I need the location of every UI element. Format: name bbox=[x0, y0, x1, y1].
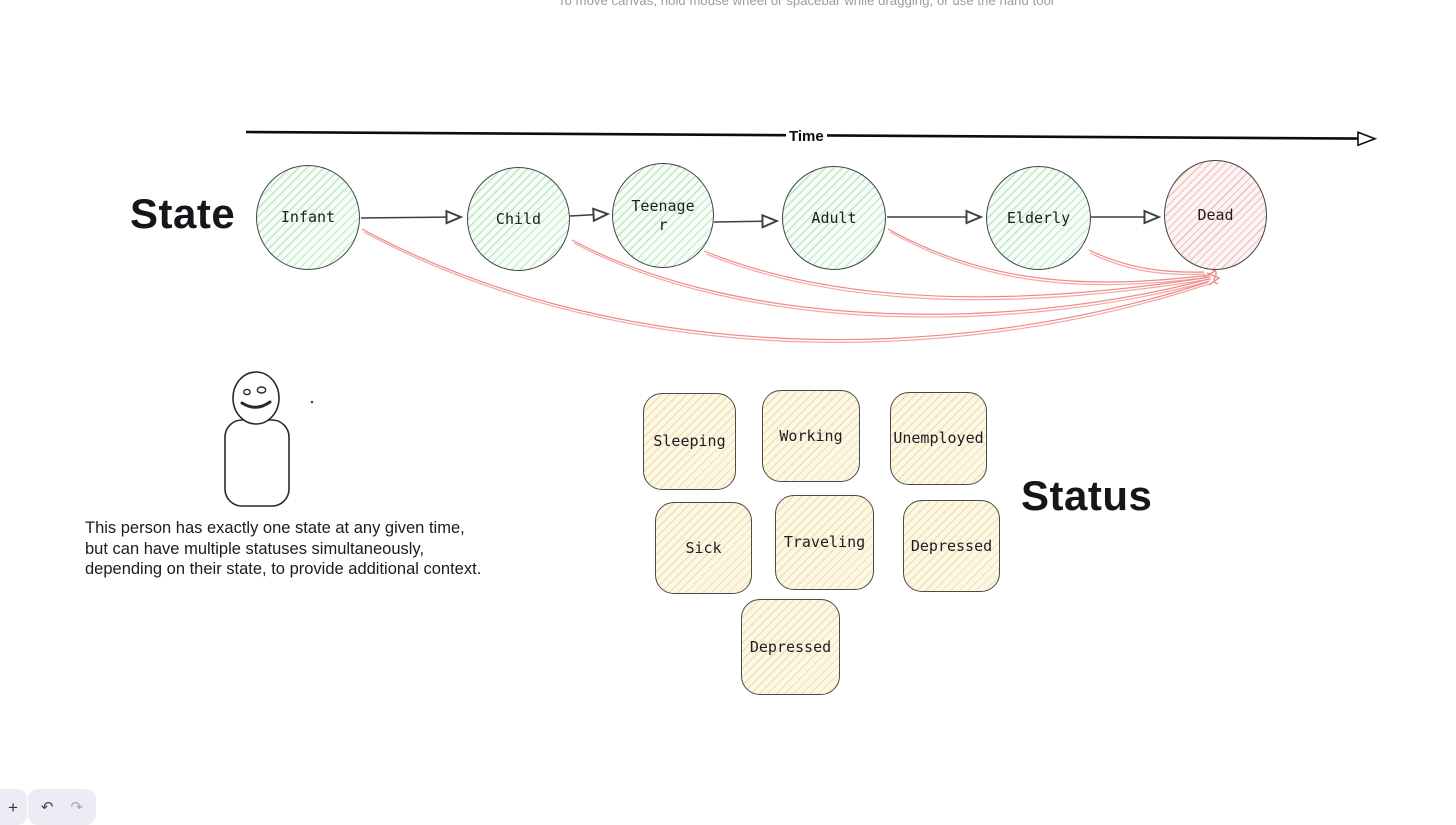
state-node-label: Child bbox=[495, 209, 542, 228]
state-node-adult[interactable]: Adult bbox=[782, 166, 886, 270]
status-card-unemployed[interactable]: Unemployed bbox=[890, 392, 987, 485]
status-card-label: Sleeping bbox=[653, 432, 726, 451]
status-card-depressed[interactable]: Depressed bbox=[903, 500, 1000, 592]
status-card-depressed-2[interactable]: Depressed bbox=[741, 599, 840, 695]
state-node-infant[interactable]: Infant bbox=[256, 165, 360, 270]
arrow-teenager-adult[interactable] bbox=[713, 213, 780, 229]
state-node-dead[interactable]: Dead bbox=[1164, 160, 1267, 270]
person-head bbox=[232, 371, 280, 425]
arrow-child-teenager[interactable] bbox=[569, 207, 611, 223]
time-axis-label[interactable]: Time bbox=[786, 128, 827, 145]
status-card-working[interactable]: Working bbox=[762, 390, 860, 482]
zoom-in-button[interactable]: + bbox=[8, 797, 18, 817]
state-node-label: Teenage r bbox=[631, 196, 695, 234]
status-card-label: Sick bbox=[685, 538, 722, 557]
state-node-teenager[interactable]: Teenage r bbox=[612, 163, 714, 268]
status-card-label: Depressed bbox=[749, 637, 832, 656]
state-node-elderly[interactable]: Elderly bbox=[986, 166, 1091, 270]
person-body bbox=[224, 419, 290, 507]
status-card-traveling[interactable]: Traveling bbox=[775, 495, 874, 590]
red-arrow-elderly-dead[interactable] bbox=[1088, 249, 1206, 276]
arrow-infant-child[interactable] bbox=[360, 209, 464, 225]
state-node-label: Infant bbox=[280, 208, 336, 227]
state-node-label: Elderly bbox=[1006, 208, 1071, 227]
canvas-hint: To move canvas, hold mouse wheel or spac… bbox=[558, 0, 1054, 8]
undo-redo-island: ↶ ↷ bbox=[28, 789, 96, 825]
status-section-title[interactable]: Status bbox=[1021, 472, 1153, 519]
red-arrow-child-dead[interactable] bbox=[571, 239, 1211, 318]
status-card-label: Depressed bbox=[910, 536, 993, 555]
state-section-title[interactable]: State bbox=[130, 190, 236, 237]
state-node-child[interactable]: Child bbox=[467, 167, 570, 271]
zoom-controls-island: + bbox=[0, 789, 27, 825]
state-node-label: Dead bbox=[1197, 205, 1234, 224]
red-arrow-adult-dead[interactable] bbox=[887, 228, 1212, 286]
redo-icon[interactable]: ↷ bbox=[70, 798, 84, 816]
person-figure[interactable] bbox=[224, 371, 290, 507]
red-arrow-teenager-dead[interactable] bbox=[703, 250, 1212, 301]
note-text[interactable]: This person has exactly one state at any… bbox=[85, 519, 482, 578]
status-card-sleeping[interactable]: Sleeping bbox=[643, 393, 736, 490]
status-card-sick[interactable]: Sick bbox=[655, 502, 752, 594]
status-card-label: Traveling bbox=[783, 533, 866, 552]
status-card-label: Working bbox=[779, 426, 843, 445]
status-card-label: Unemployed bbox=[893, 429, 984, 448]
undo-icon[interactable]: ↶ bbox=[40, 798, 54, 816]
person-smile bbox=[240, 400, 272, 409]
state-node-label: Adult bbox=[811, 208, 857, 227]
red-arrow-infant-dead[interactable] bbox=[361, 228, 1210, 343]
stray-dot bbox=[310, 400, 314, 404]
person-eye-left bbox=[243, 388, 251, 396]
person-eye-right bbox=[256, 386, 267, 394]
